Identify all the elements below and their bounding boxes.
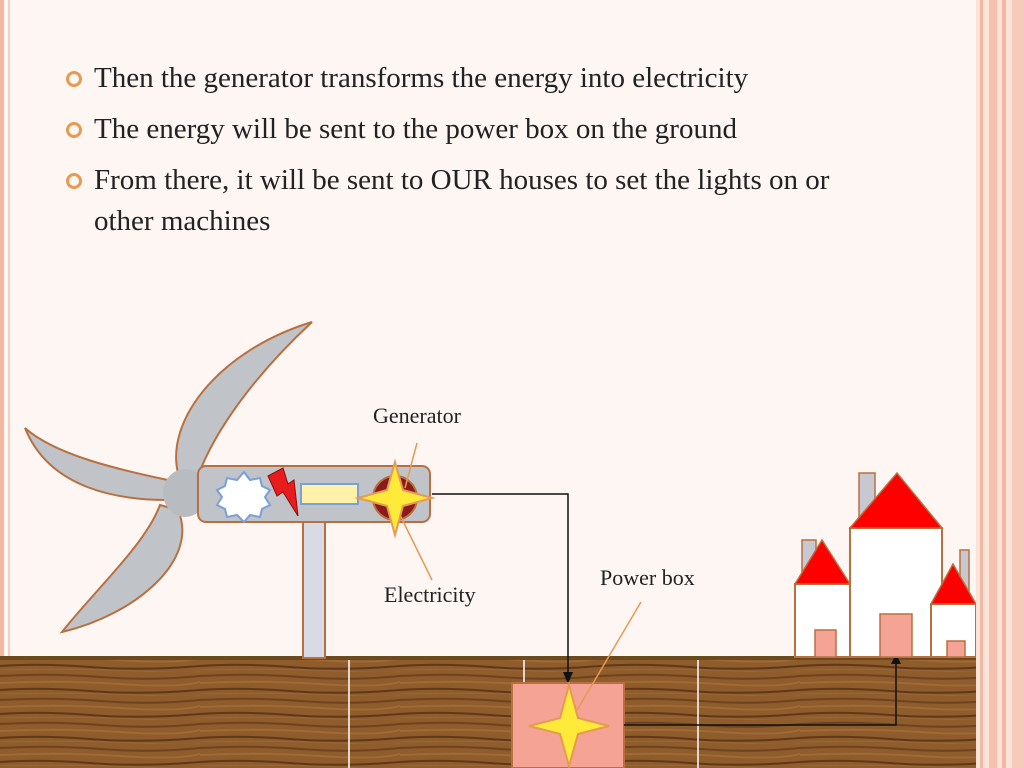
right-border-stripes: [976, 0, 1024, 768]
ground: [0, 656, 976, 768]
bullet-list: Then the generator transforms the energy…: [62, 58, 882, 252]
star-burst-icon: [215, 470, 272, 524]
power-wire-down: [432, 493, 569, 674]
power-box-spark-icon: [528, 681, 610, 768]
bullet-text: From there, it will be sent to OUR house…: [94, 164, 830, 237]
bullet-circle-icon: [66, 122, 82, 138]
arrowhead-down: [563, 672, 573, 684]
turbine-pole: [302, 519, 326, 659]
power-box-label: Power box: [600, 565, 695, 590]
generator-callout-line: [404, 442, 418, 489]
power-wire-to-houses: [624, 662, 897, 726]
wind-energy-diagram: Generator Electricity Power box: [0, 321, 976, 768]
bullet-text: Then the generator transforms the energy…: [94, 62, 749, 94]
power-box-callout-line: [575, 601, 642, 713]
wind-turbine-icon: [24, 321, 313, 634]
left-border: [0, 0, 4, 768]
bullet-item: From there, it will be sent to OUR house…: [62, 160, 882, 242]
arrowhead-up: [891, 654, 901, 664]
house-icon: [793, 471, 976, 658]
electricity-spark-icon: [354, 458, 436, 539]
bullet-circle-icon: [66, 71, 82, 87]
generator-label: Generator: [373, 403, 462, 428]
turbine-hub: [163, 469, 207, 517]
bullet-item: The energy will be sent to the power box…: [62, 109, 882, 150]
electricity-label: Electricity: [384, 582, 476, 607]
left-border-inner: [8, 0, 10, 768]
bullet-circle-icon: [66, 173, 82, 189]
bullet-text: The energy will be sent to the power box…: [94, 113, 737, 145]
energy-bar: [300, 483, 359, 505]
bullet-item: Then the generator transforms the energy…: [62, 58, 882, 99]
lightning-bolt-icon: [267, 467, 299, 517]
electricity-callout-line: [399, 514, 433, 581]
